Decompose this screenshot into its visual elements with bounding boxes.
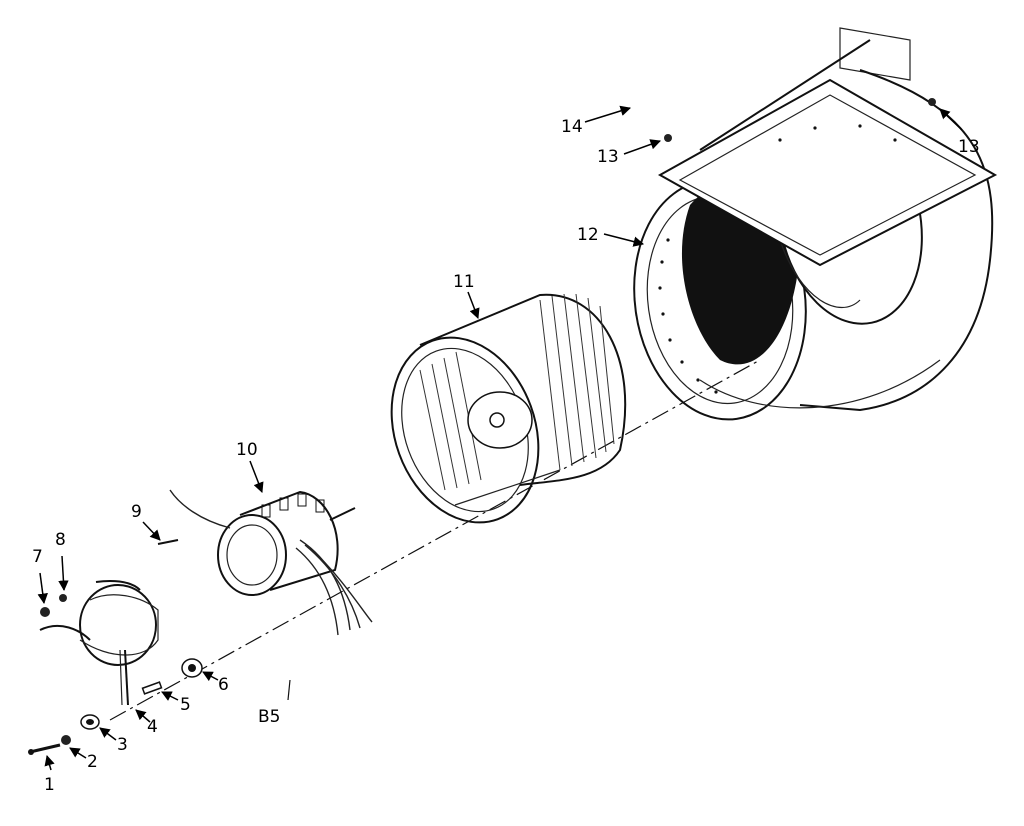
screw-13-right <box>928 98 936 106</box>
callout-8: 8 <box>55 530 66 550</box>
callout-13b: 13 <box>958 137 980 157</box>
callout-9: 9 <box>131 502 142 522</box>
callout-14: 14 <box>561 117 583 137</box>
grommet-3 <box>80 714 100 730</box>
motor-mount <box>39 580 159 706</box>
nut-7 <box>40 607 50 617</box>
section-code: B5 <box>258 707 280 727</box>
screw-13-left <box>664 134 672 142</box>
callout-3: 3 <box>117 735 128 755</box>
blower-motor <box>169 489 373 636</box>
reference-tick <box>287 679 291 701</box>
callout-13a: 13 <box>597 147 619 167</box>
callout-10: 10 <box>236 440 258 460</box>
washer-8 <box>59 594 67 602</box>
callout-labels: 1 2 3 4 5 6 7 8 9 10 11 12 13 13 14 B5 <box>32 117 980 795</box>
leader-arrows <box>37 105 963 771</box>
callout-6: 6 <box>218 675 229 695</box>
spacer-5 <box>141 681 163 695</box>
blower-wheel <box>390 293 627 524</box>
callout-1: 1 <box>44 775 55 795</box>
bolt-1 <box>28 743 61 755</box>
blower-housing <box>633 27 998 421</box>
callout-7: 7 <box>32 547 43 567</box>
ground-wire-9 <box>157 539 179 545</box>
assembly-axis-line <box>109 359 761 721</box>
bushing-6 <box>181 658 203 678</box>
callout-5: 5 <box>180 695 191 715</box>
callout-2: 2 <box>87 752 98 772</box>
callout-12: 12 <box>577 225 599 245</box>
washer-2 <box>61 735 71 745</box>
callout-11: 11 <box>453 272 475 292</box>
callout-4: 4 <box>147 717 158 737</box>
